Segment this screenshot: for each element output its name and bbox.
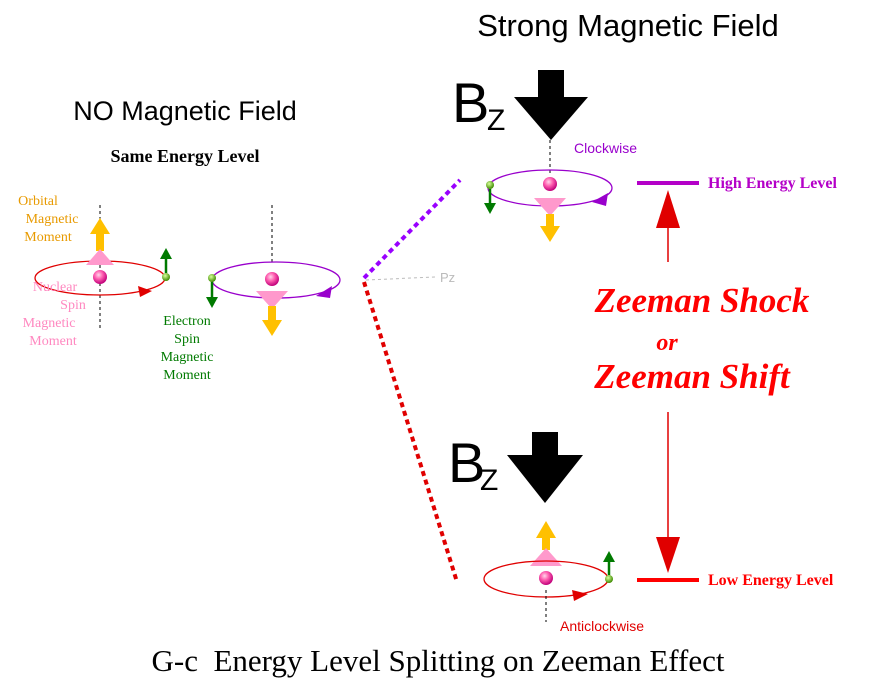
zeeman-up-arrow xyxy=(656,190,680,262)
electron-label-line3: Magnetic xyxy=(161,350,214,365)
low-orbit-arrowhead xyxy=(572,590,588,601)
mid-orbital-moment-arrowhead xyxy=(262,320,282,336)
top-field-arrowhead xyxy=(514,97,588,140)
high-energy-atom xyxy=(484,140,613,242)
left-electron-spin-arrowhead xyxy=(160,248,172,259)
mid-orbit-arrowhead xyxy=(316,286,332,298)
nuclear-label-line2: Spin xyxy=(60,298,86,313)
orbital-moment-label: Orbital Magnetic Moment xyxy=(18,194,78,245)
mid-electron-ball xyxy=(208,274,216,282)
electron-label-line4: Moment xyxy=(163,368,211,383)
nuclear-label-line3: Magnetic xyxy=(23,316,76,331)
anticlockwise-label: Anticlockwise xyxy=(560,618,644,634)
low-electron-spin-arrowhead xyxy=(603,551,615,562)
left-orbit-arrowhead xyxy=(138,286,152,297)
nuclear-label-line4: Moment xyxy=(29,334,77,349)
high-orbital-moment-shaft xyxy=(546,214,554,228)
high-nuclear-spin-arrow xyxy=(534,198,566,216)
mid-nucleus-ball xyxy=(265,272,279,286)
top-field-label: B Z xyxy=(452,71,505,137)
low-electron-ball xyxy=(605,575,613,583)
nuclear-spin-label: Nuclear Spin Magnetic Moment xyxy=(23,280,86,349)
left-electron-ball xyxy=(162,273,170,281)
nuclear-spin-arrow xyxy=(86,249,114,265)
mid-orbital-moment-shaft xyxy=(268,306,276,322)
mid-nuclear-spin-arrow xyxy=(256,291,288,309)
low-energy-atom xyxy=(483,521,615,622)
top-bz-letter: B xyxy=(452,71,489,134)
nuclear-label-line1: Nuclear xyxy=(33,280,78,295)
electron-spin-label: Electron Spin Magnetic Moment xyxy=(161,314,214,383)
mid-electron-spin-arrowhead xyxy=(206,297,218,308)
orbital-label-line2: Magnetic xyxy=(26,212,79,227)
high-electron-ball xyxy=(486,181,494,189)
high-orbit-arrowhead xyxy=(592,193,608,206)
high-electron-spin-arrowhead xyxy=(484,203,496,214)
pz-connector xyxy=(365,276,436,281)
top-field-arrow xyxy=(514,70,588,140)
left-nucleus-atom xyxy=(34,205,172,330)
left-nucleus-ball xyxy=(93,270,107,284)
bottom-field-arrowhead xyxy=(507,455,583,503)
zeeman-up-arrowhead xyxy=(656,190,680,228)
low-orbital-moment-arrowhead xyxy=(536,521,556,538)
bottom-field-arrow xyxy=(507,432,583,503)
orbital-label-line3: Moment xyxy=(24,230,72,245)
figure-caption: G-c Energy Level Splitting on Zeeman Eff… xyxy=(151,643,724,678)
zeeman-down-arrowhead xyxy=(656,537,680,573)
pz-label: Pz xyxy=(440,270,455,285)
high-energy-label: High Energy Level xyxy=(708,175,837,192)
electron-label-line2: Spin xyxy=(174,332,200,347)
low-nucleus-ball xyxy=(539,571,553,585)
top-field-arrow-shaft xyxy=(538,70,564,100)
orbital-moment-arrowhead xyxy=(90,218,110,234)
zeeman-down-arrow xyxy=(656,412,680,573)
zeeman-line2: Zeeman Shift xyxy=(593,357,791,396)
electron-label-line1: Electron xyxy=(163,314,210,329)
orbital-label-line1: Orbital xyxy=(18,194,58,209)
high-orbital-moment-arrowhead xyxy=(540,226,560,242)
high-nucleus-ball xyxy=(543,177,557,191)
low-orbital-moment-shaft xyxy=(542,536,550,550)
bottom-field-label: B Z xyxy=(448,431,498,497)
split-line-low xyxy=(362,281,459,583)
bottom-bz-subscript: Z xyxy=(480,464,498,497)
bottom-field-arrow-shaft xyxy=(532,432,558,458)
orbital-moment-arrow-shaft xyxy=(96,233,104,251)
split-line-high xyxy=(362,178,462,280)
clockwise-label: Clockwise xyxy=(574,140,637,156)
right-title: Strong Magnetic Field xyxy=(477,8,779,43)
top-bz-subscript: Z xyxy=(487,104,505,137)
left-subtitle: Same Energy Level xyxy=(111,146,260,166)
low-energy-label: Low Energy Level xyxy=(708,572,834,589)
zeeman-line1: Zeeman Shock xyxy=(594,281,810,320)
low-nuclear-spin-arrow xyxy=(530,548,562,566)
left-title: NO Magnetic Field xyxy=(73,96,297,126)
left-electron-orbital-atom xyxy=(206,205,341,336)
zeeman-or: or xyxy=(656,330,678,356)
bottom-bz-letter: B xyxy=(448,431,485,494)
